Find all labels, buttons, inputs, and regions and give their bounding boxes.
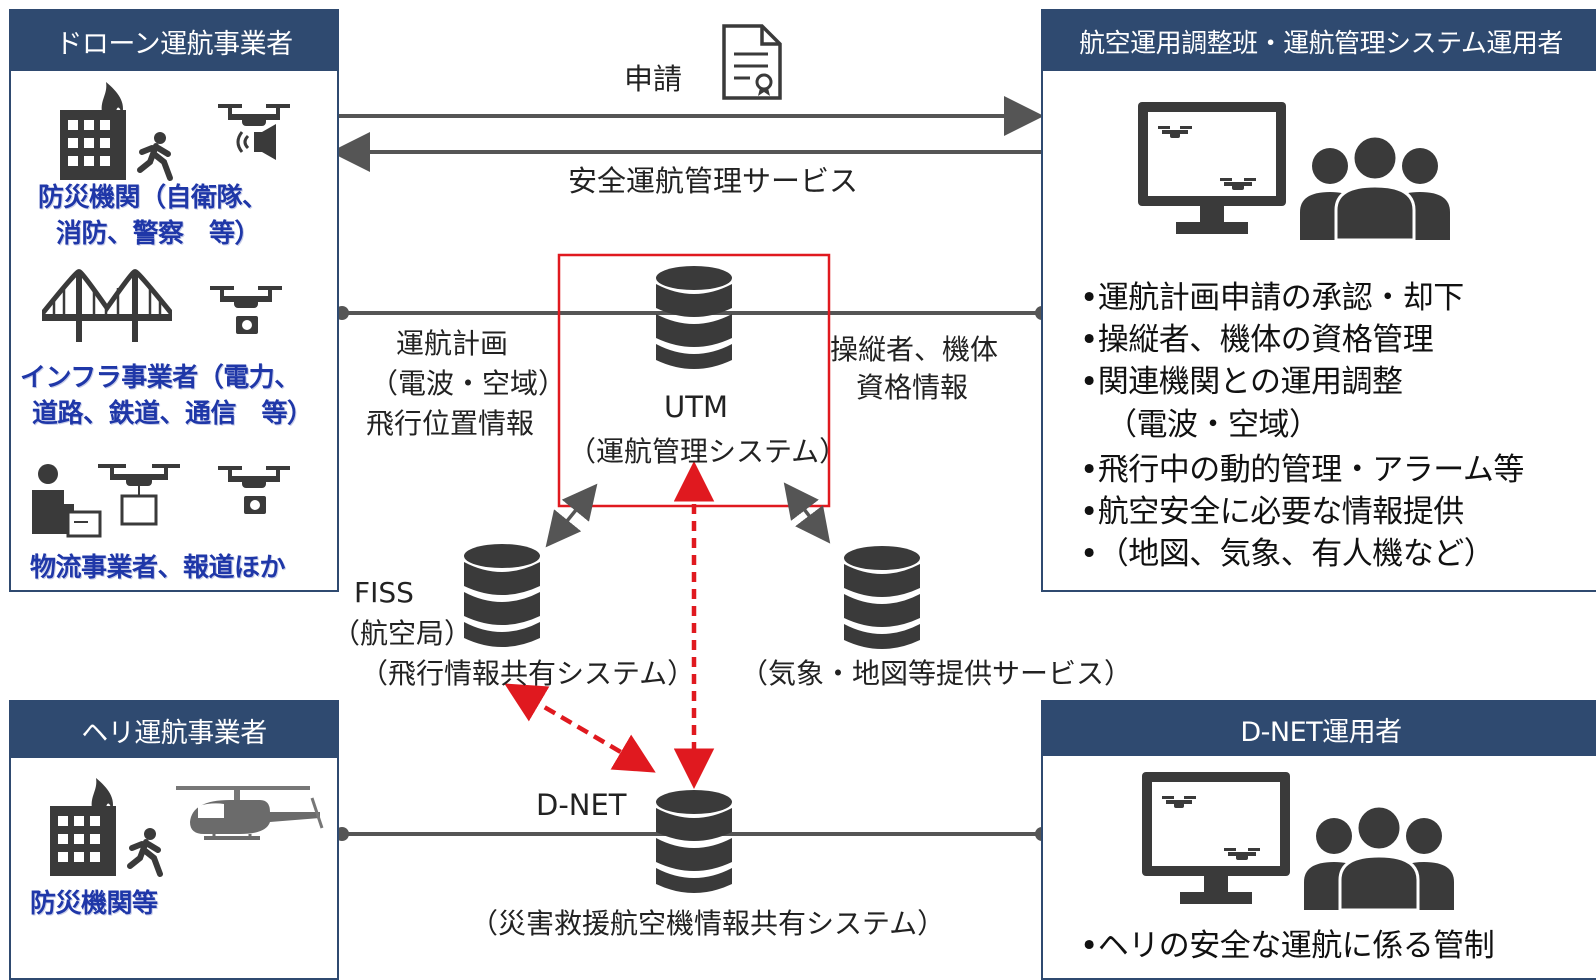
monitor-icon-2 — [1142, 772, 1290, 904]
utm-fiss-arrow — [545, 483, 598, 548]
heli-operator-title: ヘリ運航事業者 — [11, 702, 337, 758]
fiss-dnet-dashed-arrow — [504, 683, 656, 773]
aviation-bullet-6: •（地図、気象、有人機など） — [1080, 536, 1495, 572]
safety-service-label: 安全運航管理サービス — [568, 164, 859, 198]
drone-camera-icon — [210, 286, 282, 334]
fiss-org: （航空局） — [332, 617, 473, 650]
fiss-database-icon — [464, 544, 540, 647]
aviation-bullet-5: •航空安全に必要な情報提供 — [1080, 494, 1464, 530]
helicopter-icon — [176, 786, 324, 840]
aviation-bullet-2: •操縦者、機体の資格管理 — [1080, 322, 1434, 358]
dnet-name: D-NET — [536, 788, 627, 822]
dnet-desc: （災害救援航空機情報共有システム） — [470, 907, 946, 940]
heli-label: 防災機関等 — [30, 889, 158, 919]
drone-camera-icon-2 — [218, 466, 290, 514]
people-icon-2 — [1304, 804, 1454, 910]
fiss-desc: （飛行情報共有システム） — [360, 657, 696, 690]
group3-label: 物流事業者、報道ほか — [30, 553, 286, 583]
drone-operator-title: ドローン運航事業者 — [11, 11, 337, 71]
monitor-icon — [1138, 102, 1286, 234]
utm-weather-arrow — [783, 482, 831, 544]
aviation-bullet-1: •運航計画申請の承認・却下 — [1080, 280, 1464, 316]
left-info-line3: 飛行位置情報 — [366, 407, 535, 440]
group1-label-line1: 防災機関（自衛隊、 — [38, 183, 268, 213]
dnet-operator-title: D-NET運用者 — [1043, 702, 1596, 756]
aviation-bullet-4: •飛行中の動的管理・アラーム等 — [1080, 452, 1524, 488]
aviation-bullet-3: •関連機関との運用調整 — [1080, 364, 1403, 400]
application-label: 申請 — [624, 62, 683, 96]
group2-label-line1: インフラ事業者（電力、 — [20, 363, 300, 393]
dnet-operator-panel: D-NET運用者 — [1041, 700, 1596, 980]
bridge-icon — [42, 269, 172, 342]
weather-desc: （気象・地図等提供サービス） — [740, 657, 1133, 690]
right-info-line1: 操縦者、機体 — [830, 333, 999, 366]
aviation-coordination-panel: 航空運用調整班・運航管理システム運用者 — [1041, 9, 1596, 592]
building-fire-icon — [60, 82, 173, 181]
fiss-name: FISS — [354, 576, 414, 609]
dnet-database-icon — [656, 790, 732, 893]
building-fire-icon-2 — [50, 778, 163, 877]
drone-package-icon — [98, 464, 180, 526]
left-info-line1: 運航計画 — [396, 327, 509, 360]
dnet-bullet: •ヘリの安全な運航に係る管制 — [1080, 928, 1495, 964]
group1-label-line2: 消防、警察 等） — [56, 219, 261, 249]
weather-database-icon — [844, 546, 920, 649]
delivery-person-icon — [32, 464, 102, 538]
utm-database-icon — [656, 266, 732, 369]
group2-label-line2: 道路、鉄道、通信 等） — [32, 399, 313, 429]
utm-name: UTM — [664, 390, 728, 424]
people-icon — [1300, 134, 1450, 240]
right-info-line2: 資格情報 — [856, 371, 969, 404]
aviation-bullet-3b: （電波・空域） — [1106, 407, 1320, 443]
utm-desc: （運航管理システム） — [568, 435, 848, 468]
document-icon — [722, 24, 782, 100]
drone-speaker-icon — [218, 104, 290, 160]
left-info-line2: （電波・空域） — [370, 367, 567, 400]
aviation-panel-title: 航空運用調整班・運航管理システム運用者 — [1043, 11, 1596, 71]
